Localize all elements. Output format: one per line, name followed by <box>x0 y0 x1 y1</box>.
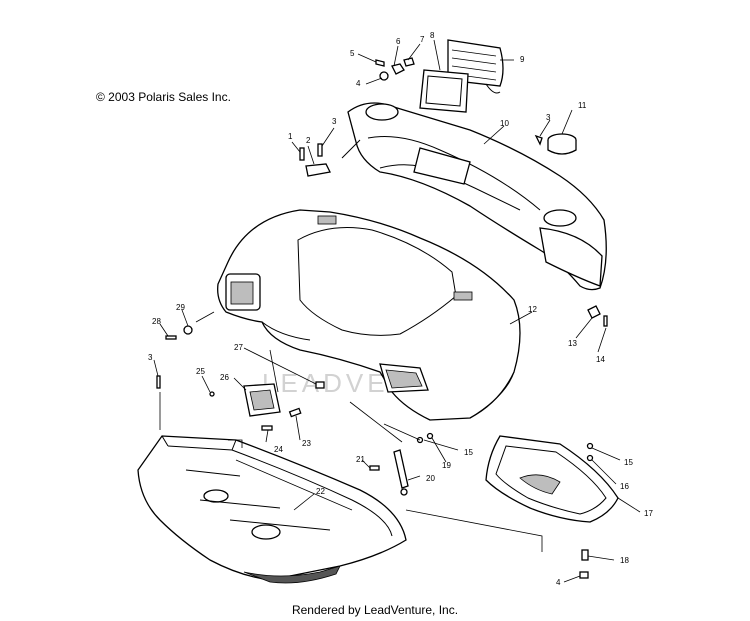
callout-5: 5 <box>350 49 355 58</box>
callout-10: 10 <box>500 119 509 128</box>
footer-credit: Rendered by LeadVenture, Inc. <box>291 603 459 617</box>
callout-1: 1 <box>288 132 293 141</box>
rear-cab-body <box>217 209 521 421</box>
callout-8: 8 <box>430 31 435 40</box>
callout-18: 18 <box>620 556 629 565</box>
bolt-2 <box>317 143 323 157</box>
callout-23: 23 <box>302 439 311 448</box>
gasket <box>419 69 469 113</box>
callout-6: 6 <box>396 37 401 46</box>
callout-19: 19 <box>442 461 451 470</box>
copyright-text: © 2003 Polaris Sales Inc. <box>96 90 231 104</box>
callout-7: 7 <box>420 35 425 44</box>
callout-labels: 1 2 3 5 4 6 7 8 9 10 3 11 12 13 14 29 28… <box>148 31 653 587</box>
callout-3-left: 3 <box>148 353 153 362</box>
floor-pan <box>137 435 407 584</box>
callout-26: 26 <box>220 373 229 382</box>
rear-rack-fender <box>341 102 607 291</box>
callout-25: 25 <box>196 367 205 376</box>
callout-15-right: 15 <box>624 458 633 467</box>
callout-22: 22 <box>316 487 325 496</box>
callout-27: 27 <box>234 343 243 352</box>
callout-14: 14 <box>596 355 605 364</box>
callout-9: 9 <box>520 55 525 64</box>
strap <box>393 449 409 489</box>
callout-29: 29 <box>176 303 185 312</box>
callout-4-bottom: 4 <box>556 578 561 587</box>
latch-plate <box>305 163 331 177</box>
bolt-1 <box>299 147 305 161</box>
clip <box>587 305 601 319</box>
callout-13: 13 <box>568 339 577 348</box>
callout-20: 20 <box>426 474 435 483</box>
callout-12: 12 <box>528 305 537 314</box>
callout-16: 16 <box>620 482 629 491</box>
callout-15: 15 <box>464 448 473 457</box>
leader-lines <box>153 39 641 583</box>
cap <box>547 133 577 155</box>
callout-4: 4 <box>356 79 361 88</box>
callout-2: 2 <box>306 136 311 145</box>
callout-3: 3 <box>332 117 337 126</box>
callout-28: 28 <box>152 317 161 326</box>
callout-21: 21 <box>356 455 365 464</box>
storage-tub <box>485 435 619 523</box>
callout-17: 17 <box>644 509 653 518</box>
callout-24: 24 <box>274 445 283 454</box>
callout-11: 11 <box>578 101 587 110</box>
callout-3-right: 3 <box>546 113 551 122</box>
